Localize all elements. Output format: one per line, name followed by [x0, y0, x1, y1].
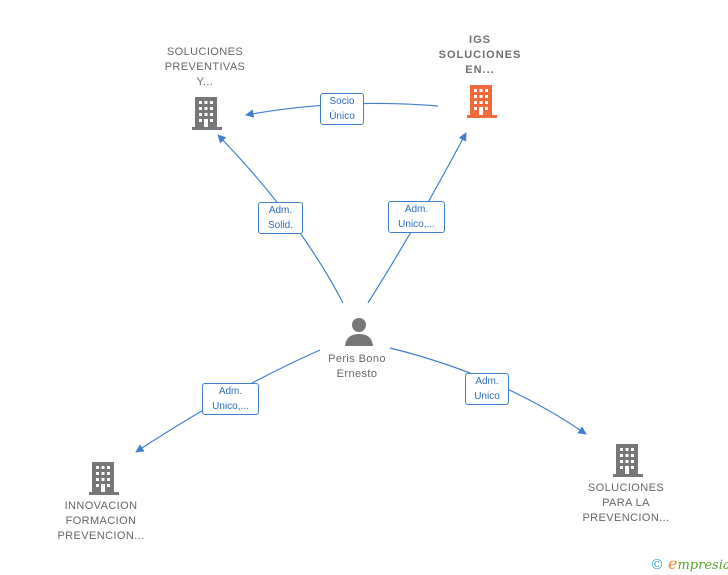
brand-logo: ©empresia — [650, 554, 728, 573]
node-label-line: PREVENCION... — [57, 530, 145, 542]
edge-label-adm-unico-innovacion[interactable]: Adm. Unico,... — [202, 383, 259, 415]
node-label-innovacion[interactable]: INNOVACION FORMACION PREVENCION... — [41, 499, 161, 544]
copyright-symbol: © — [650, 557, 664, 573]
building-icon[interactable] — [89, 461, 119, 495]
node-label-line: Y... — [196, 76, 214, 88]
edge-label-line: Socio — [329, 96, 355, 107]
node-label-line: FORMACION — [65, 515, 137, 527]
brand-name: mpresia — [677, 558, 728, 573]
node-label-person[interactable]: Peris Bono Ernesto — [297, 352, 417, 382]
edge-label-line: Unico,... — [398, 219, 435, 230]
edge-label-line: Adm. — [268, 205, 293, 216]
node-label-line: Ernesto — [336, 368, 378, 380]
node-label-line: SOLUCIONES — [438, 49, 522, 61]
node-label-line: IGS — [469, 34, 491, 46]
node-label-line: EN... — [465, 64, 495, 76]
building-highlight-icon[interactable] — [467, 84, 497, 118]
edge-label-line: Adm. — [404, 204, 429, 215]
node-label-soluciones-prevencion[interactable]: SOLUCIONES PARA LA PREVENCION... — [566, 481, 686, 526]
node-label-line: PREVENCION... — [582, 512, 670, 524]
edge-label-adm-unico-prevencion[interactable]: Adm. Unico — [465, 373, 509, 405]
edge-label-line: Único — [329, 111, 355, 122]
node-label-soluciones-preventivas[interactable]: SOLUCIONES PREVENTIVAS Y... — [145, 45, 265, 90]
node-label-line: PREVENTIVAS — [164, 61, 246, 73]
person-icon[interactable] — [344, 316, 374, 346]
edge-label-line: Unico — [474, 391, 500, 402]
edge-label-socio-unico[interactable]: Socio Único — [320, 93, 364, 125]
node-label-line: SOLUCIONES — [166, 46, 244, 58]
building-icon[interactable] — [192, 96, 222, 130]
node-label-line: INNOVACION — [64, 500, 138, 512]
edge-label-line: Solid. — [267, 220, 293, 231]
edge-label-adm-solid[interactable]: Adm. Solid. — [258, 202, 303, 234]
edge-label-line: Adm. — [475, 376, 499, 387]
node-label-igs[interactable]: IGS SOLUCIONES EN... — [420, 33, 540, 78]
node-label-line: SOLUCIONES — [587, 482, 665, 494]
edge-label-line: Adm. — [218, 386, 243, 397]
building-icon[interactable] — [613, 443, 643, 477]
brand-initial: e — [668, 554, 678, 573]
edge-label-line: Unico,... — [212, 401, 249, 412]
edge-label-adm-unico-igs[interactable]: Adm. Unico,... — [388, 201, 445, 233]
node-label-line: Peris Bono — [328, 353, 386, 365]
node-label-line: PARA LA — [602, 497, 650, 509]
